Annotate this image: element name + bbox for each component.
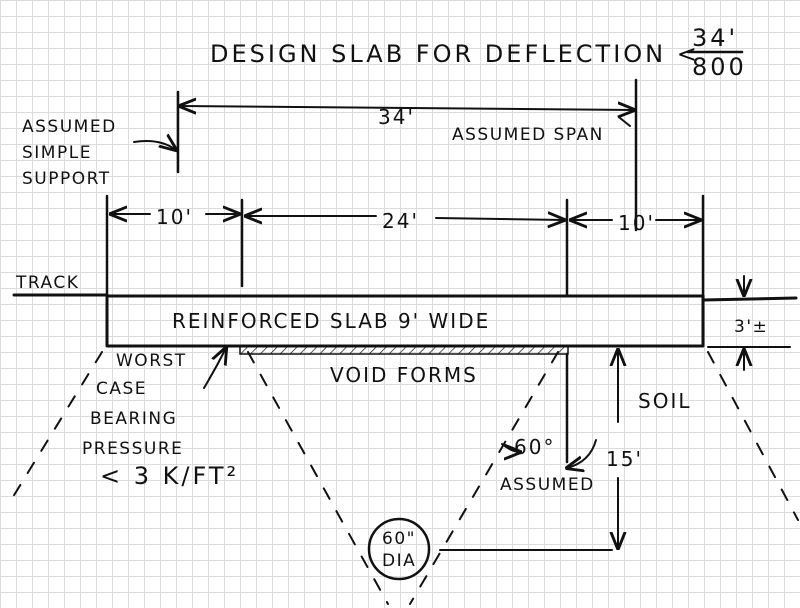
pressure-line-left-outer [7, 351, 103, 506]
title-denominator: 800 [692, 53, 747, 81]
void-forms-hatch [239, 345, 569, 355]
bearing-note-line-4: PRESSURE [82, 439, 183, 459]
bearing-note-line-2: CASE [96, 379, 147, 399]
angle-arrow-left [501, 443, 520, 452]
depth-label: 15' [606, 447, 643, 471]
bearing-note-line-3: BEARING [90, 409, 177, 429]
span-dimension-line [180, 106, 634, 110]
title-text: DESIGN SLAB FOR DEFLECTION < [210, 40, 700, 68]
slab-label: REINFORCED SLAB 9' WIDE [172, 309, 490, 333]
bearing-note-line-5: < 3 K/FT² [100, 462, 239, 490]
void-forms-label: VOID FORMS [330, 363, 478, 387]
ground-line-right [701, 296, 798, 302]
cover-depth-label: 3'± [734, 317, 768, 337]
support-note-arrow [133, 141, 176, 150]
bearing-note-line-1: WORST [116, 351, 187, 371]
pipe-dia-label: DIA [382, 551, 416, 571]
pipe-circle [367, 517, 431, 581]
track-label: TRACK [15, 273, 79, 293]
bearing-note-arrow [203, 348, 226, 389]
dim-mid-label: 24' [382, 209, 419, 233]
title-numerator: 34' [692, 24, 738, 52]
support-note-line-2: SIMPLE [22, 143, 92, 163]
pipe-diameter: 60" [382, 529, 416, 549]
pressure-line-left-inner [247, 351, 389, 605]
dim-left-label: 10' [156, 205, 193, 229]
angle-value: 60° [514, 435, 555, 459]
support-note-line-1: ASSUMED [22, 117, 117, 137]
span-label: ASSUMED SPAN [452, 125, 604, 145]
support-note-line-3: SUPPORT [22, 169, 111, 189]
soil-label: SOIL [638, 389, 691, 413]
dim-mid-b [435, 218, 564, 220]
pressure-line-right-outer [707, 351, 799, 521]
span-length: 34' [378, 105, 415, 129]
pressure-line-right-inner [409, 351, 559, 605]
angle-arc-right [567, 439, 597, 468]
span-label-tick [619, 117, 631, 127]
dim-right-label: 10' [618, 211, 655, 235]
angle-note: ASSUMED [500, 475, 595, 495]
